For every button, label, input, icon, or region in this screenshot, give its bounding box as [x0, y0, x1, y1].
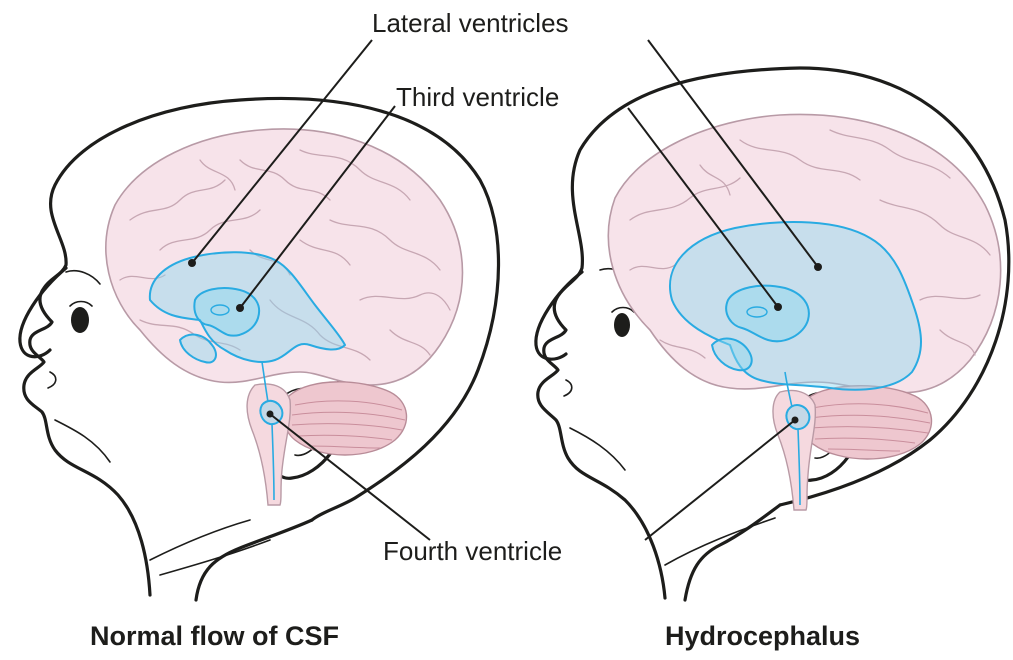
normal-neck-fold: [150, 520, 250, 560]
normal-third-dot: [236, 304, 244, 312]
fourth-ventricle-label: Fourth ventricle: [383, 536, 562, 566]
normal-chin-line: [55, 420, 110, 462]
normal-mouth: [48, 372, 56, 388]
normal-head-illustration: [20, 40, 499, 600]
lateral-ventricles-label: Lateral ventricles: [372, 8, 569, 38]
hydrocephalus-head-illustration: [536, 40, 1009, 600]
hydrocephalus-caption: Hydrocephalus: [665, 621, 860, 651]
hydro-fourth-ventricle: [786, 405, 809, 429]
hydro-fourth-dot: [792, 417, 799, 424]
normal-brow: [66, 271, 100, 284]
normal-fourth-dot: [267, 411, 274, 418]
hydro-nose: [536, 272, 582, 359]
hydro-lateral-dot: [814, 263, 822, 271]
hydro-neck-fold: [665, 518, 775, 565]
normal-caption: Normal flow of CSF: [90, 621, 339, 651]
normal-lashes: [70, 302, 92, 307]
hydro-third-dot: [774, 303, 782, 311]
hydro-cerebellum: [801, 386, 931, 459]
hydro-mouth: [564, 380, 572, 396]
normal-eye: [71, 307, 89, 333]
hydro-fourth-leader: [645, 420, 795, 540]
hydro-chin-line: [570, 428, 625, 470]
normal-cerebellum: [283, 382, 406, 455]
hydro-lashes: [612, 308, 634, 313]
third-ventricle-label: Third ventricle: [396, 82, 559, 112]
normal-neck-fold-2: [160, 540, 270, 575]
hydro-eye: [614, 313, 630, 337]
normal-lateral-dot: [188, 259, 196, 267]
hydro-shoulder: [685, 505, 780, 600]
